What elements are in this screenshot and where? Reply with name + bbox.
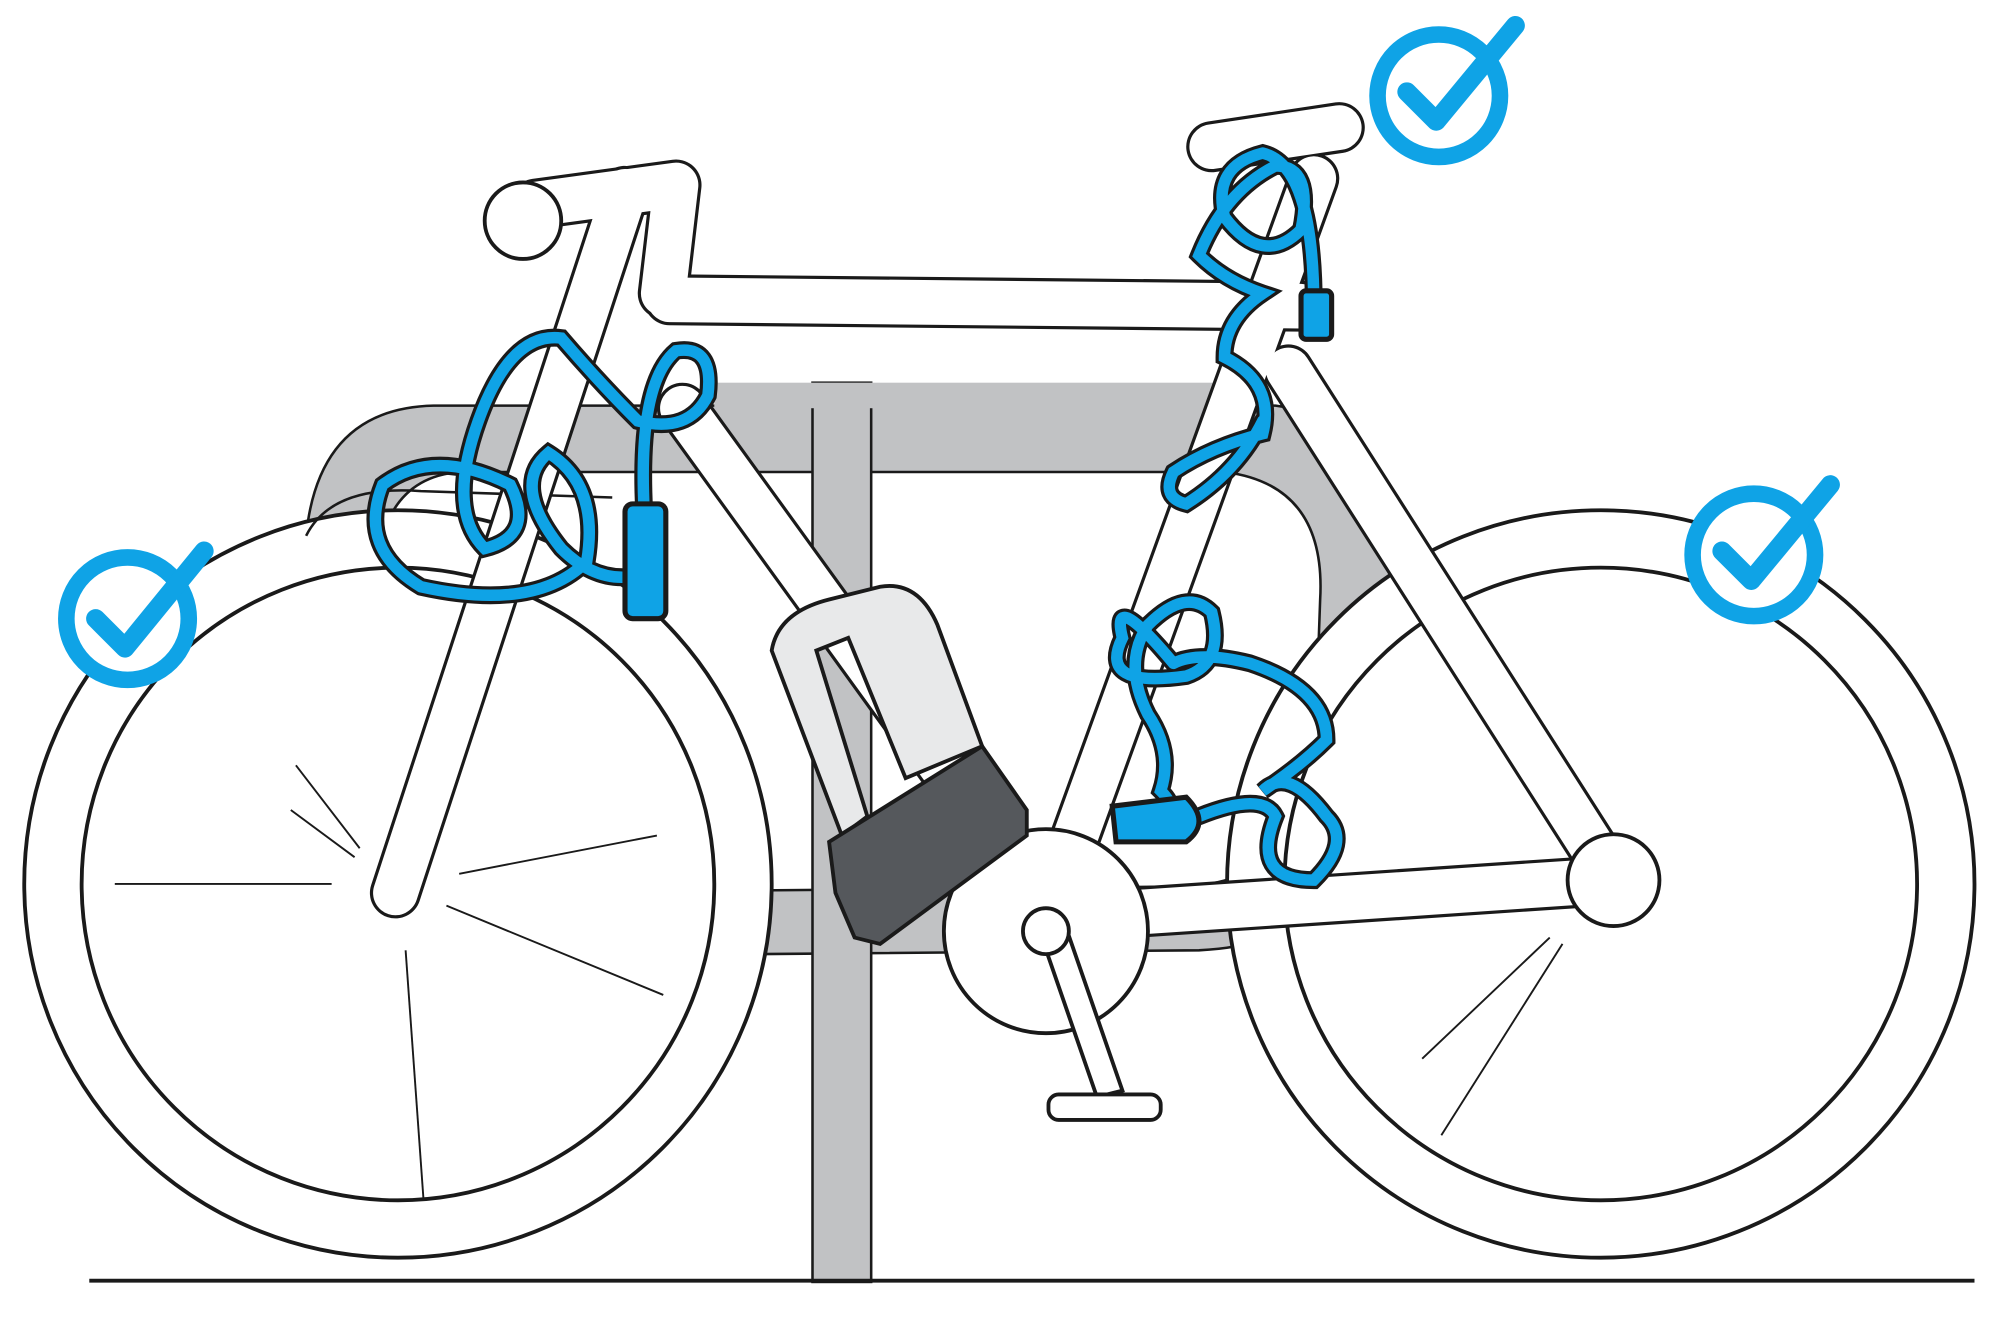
- u-lock-icon: [769, 584, 1029, 946]
- crankset: [941, 827, 1163, 1122]
- check-circle-icon-front-wheel: [58, 541, 214, 689]
- check-circle-icon-saddle: [1369, 15, 1525, 166]
- check-circle-icon-rear-wheel: [1684, 475, 1840, 625]
- cable-lock-icon: [375, 143, 1336, 890]
